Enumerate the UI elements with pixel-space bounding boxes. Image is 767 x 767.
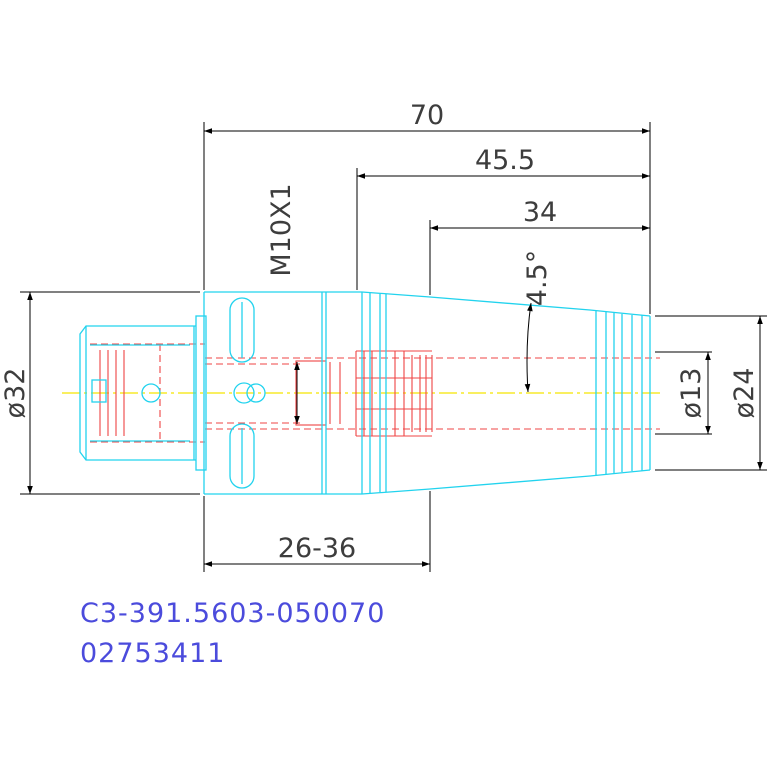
dim-32-label: ø32 [0, 368, 31, 419]
dim-angle-label: 4.5° [522, 250, 553, 306]
dim-13-label: ø13 [676, 368, 707, 419]
extension-lines [20, 122, 767, 572]
part-number: 02753411 [80, 638, 226, 669]
dim-70-label: 70 [410, 100, 444, 131]
dimension-lines [27, 128, 763, 567]
dim-45-label: 45.5 [475, 145, 535, 176]
part-outline [79, 291, 651, 495]
part-code: C3-391.5603-050070 [80, 598, 386, 629]
dim-24-label: ø24 [729, 368, 760, 419]
dim-34-label: 34 [523, 197, 557, 228]
dimension-labels: 70 45.5 34 4.5° M10X1 ø32 ø13 ø24 26-36 [0, 100, 760, 564]
dim-range-label: 26-36 [278, 533, 356, 564]
dim-angle-arc [524, 302, 533, 393]
dim-thread-label: M10X1 [266, 183, 297, 276]
